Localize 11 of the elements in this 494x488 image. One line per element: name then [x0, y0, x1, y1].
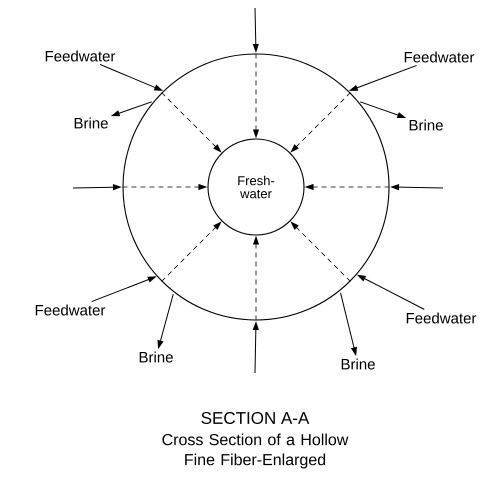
fiber-wall-circle — [122, 53, 390, 321]
flow-label: Brine — [410, 120, 443, 130]
flow-label: Brine — [74, 118, 108, 128]
section-title: SECTION A-A — [201, 412, 310, 424]
caption: Cross Section of a Hollow Fine Fiber-Enlarged — [162, 434, 348, 468]
flow-label: Feedwater — [46, 50, 116, 62]
flow-label: Brine — [342, 358, 375, 370]
flow-label: Brine — [140, 352, 173, 362]
flow-label: Feedwater — [36, 304, 106, 316]
flow-label: Feedwater — [406, 312, 476, 324]
flow-label: Feedwater — [404, 52, 474, 62]
